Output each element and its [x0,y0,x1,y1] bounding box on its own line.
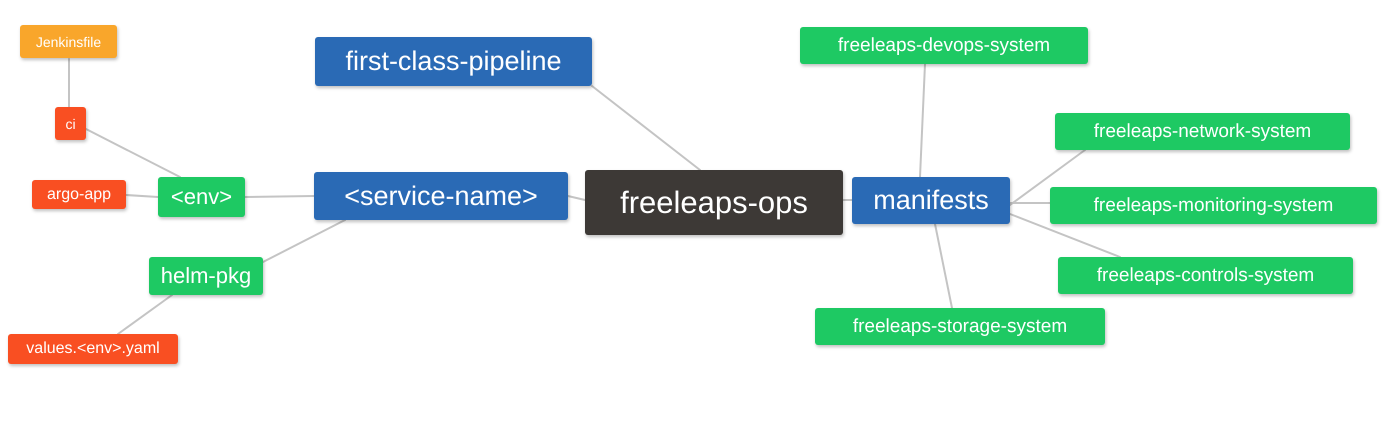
node-first-class-pipeline[interactable]: first-class-pipeline [315,37,592,86]
node-argo-app[interactable]: argo-app [32,180,126,209]
node-values-yaml[interactable]: values.<env>.yaml [8,334,178,364]
edge-service-name-to-helm-pkg [262,219,346,263]
node-service-name[interactable]: <service-name> [314,172,568,220]
node-freeleaps-controls-system[interactable]: freeleaps-controls-system [1058,257,1353,294]
node-freeleaps-devops-system[interactable]: freeleaps-devops-system [800,27,1088,64]
node-jenkinsfile[interactable]: Jenkinsfile [20,25,117,58]
node-freeleaps-storage-system[interactable]: freeleaps-storage-system [815,308,1105,345]
edge-env-to-argo-app [125,194,159,198]
edge-manifests-to-freeleaps-storage-system [934,223,953,309]
edge-helm-pkg-to-values-yaml [117,294,173,335]
node-freeleaps-network-system[interactable]: freeleaps-network-system [1055,113,1350,150]
edge-env-to-ci [85,128,181,178]
edge-root-to-service-name [567,195,586,201]
node-env[interactable]: <env> [158,177,245,217]
node-root[interactable]: freeleaps-ops [585,170,843,235]
node-ci[interactable]: ci [55,107,86,140]
edge-manifests-to-freeleaps-devops-system [919,63,926,178]
edge-service-name-to-env [244,195,315,198]
node-manifests[interactable]: manifests [852,177,1010,224]
node-freeleaps-monitoring-system[interactable]: freeleaps-monitoring-system [1050,187,1377,224]
edge-root-to-first-class-pipeline [591,85,701,171]
node-helm-pkg[interactable]: helm-pkg [149,257,263,295]
